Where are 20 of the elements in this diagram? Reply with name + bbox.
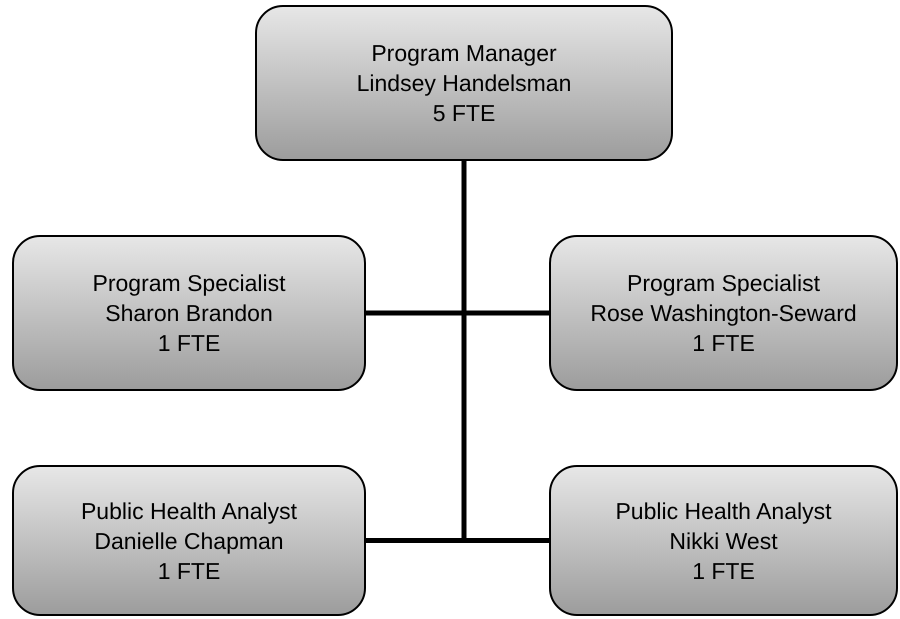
role-box: [549, 235, 898, 391]
role-title: Public Health Analyst: [615, 496, 832, 526]
role-title: Program Specialist: [92, 269, 286, 298]
person-name: Danielle Chapman: [94, 526, 284, 556]
role-title: Program Manager: [371, 39, 557, 68]
role-title: Program Specialist: [626, 269, 820, 298]
person-name: Nikki West: [669, 526, 778, 556]
role-box: [549, 465, 898, 616]
role-box: [12, 235, 366, 391]
fte-count: 1 FTE: [158, 329, 220, 358]
person-name: Rose Washington-Seward: [590, 299, 857, 328]
fte-count: 5 FTE: [432, 99, 496, 128]
role-box: [12, 465, 366, 616]
person-name: Lindsey Handelsman: [356, 69, 572, 98]
role-title: Public Health Analyst: [80, 496, 298, 526]
person-name: Sharon Brandon: [105, 299, 273, 328]
fte-count: 1 FTE: [692, 556, 755, 586]
fte-count: 1 FTE: [692, 329, 755, 358]
fte-count: 1 FTE: [158, 556, 220, 586]
role-box: [255, 5, 673, 161]
